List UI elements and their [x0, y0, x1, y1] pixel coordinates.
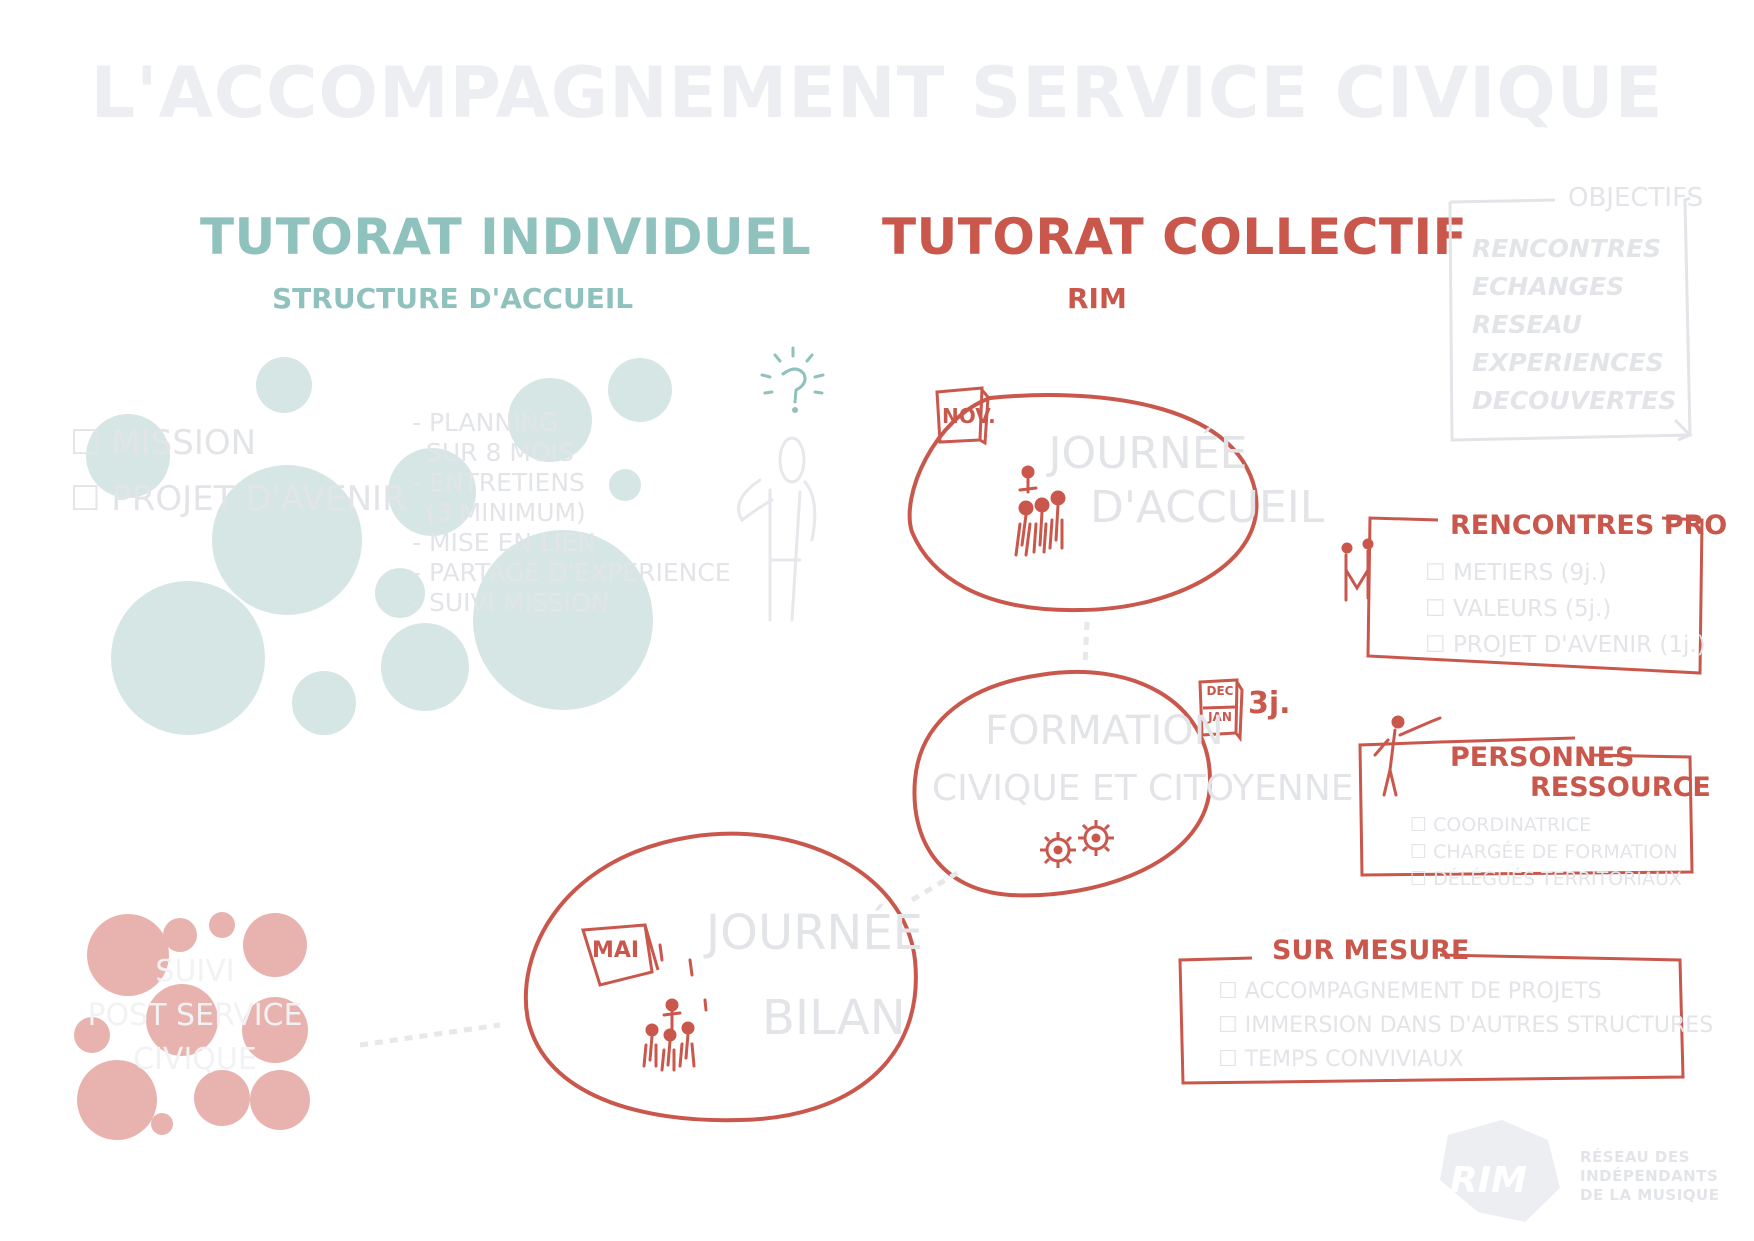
bilan-line1: JOURNÉE	[706, 905, 923, 961]
objectifs-box	[1448, 196, 1693, 442]
objectif-item: EXPERIENCES	[1472, 348, 1664, 377]
personnes-ressource-box	[1358, 736, 1694, 877]
personne-item: ☐ DÉLÉGUÉS TERRITORIAUX	[1410, 868, 1682, 890]
accueil-line1: JOURNÉE	[1048, 428, 1248, 479]
pink-bubble-cluster	[74, 912, 310, 1140]
checklist-item: ☐ PROJET D'AVENIR	[70, 479, 406, 519]
sur-mesure-list: ☐ ACCOMPAGNEMENT DE PROJETS ☐ IMMERSION …	[1218, 975, 1713, 1077]
logo-mark: RIM	[1450, 1160, 1527, 1201]
checklist-item: ☐ MISSION	[70, 423, 257, 463]
collectif-subheading: RIM	[1067, 282, 1127, 315]
rencontres-pro-item: ☐ METIERS (9j.)	[1425, 560, 1607, 586]
group-icon	[642, 943, 708, 1072]
personnes-heading-1: PERSONNES	[1450, 742, 1635, 773]
objectif-item: ECHANGES	[1472, 272, 1625, 301]
task-item: - PLANNING	[412, 408, 559, 437]
gears-icon	[1040, 820, 1114, 868]
suivi-line1: SUIVI	[155, 954, 235, 989]
objectifs-heading: OBJECTIFS	[1568, 183, 1704, 213]
individuel-subheading: STRUCTURE D'ACCUEIL	[272, 282, 634, 315]
task-item: - PARTAGE D'EXPERIENCE	[412, 558, 731, 587]
formation-badge-bottom: JAN	[1208, 710, 1232, 724]
rencontres-pro-item: ☐ PROJET D'AVENIR (1j.)	[1425, 632, 1706, 658]
personnes-list: ☐ COORDINATRICE ☐ CHARGÉE DE FORMATION ☐…	[1410, 812, 1682, 893]
sur-mesure-heading: SUR MESURE	[1272, 935, 1470, 966]
formation-line1: FORMATION	[985, 708, 1224, 754]
accueil-line2: D'ACCUEIL	[1090, 482, 1325, 533]
objectif-item: DECOUVERTES	[1472, 386, 1677, 415]
accueil-oval	[907, 393, 1259, 613]
suivi-line3: CIVIQUE	[133, 1042, 257, 1077]
page-title: L'ACCOMPAGNEMENT SERVICE CIVIQUE	[90, 52, 1664, 134]
formation-line2: CIVIQUE ET CITOYENNE	[932, 768, 1354, 809]
calendar-icon	[581, 923, 660, 987]
rencontres-pro-item: ☐ VALEURS (5j.)	[1425, 596, 1612, 622]
calendar-icon	[935, 386, 990, 446]
accueil-badge: NOV.	[942, 404, 996, 428]
handshake-icon	[1341, 538, 1374, 602]
formation-badge-top: DEC	[1206, 684, 1234, 698]
sur-mesure-item: ☐ TEMPS CONVIVIAUX	[1218, 1047, 1464, 1072]
task-item: SUR 8 MOIS	[426, 438, 574, 467]
objectif-item: RESEAU	[1472, 310, 1582, 339]
objectifs-list: RENCONTRES ECHANGES RESEAU EXPERIENCES D…	[1472, 230, 1676, 420]
logo-line1: RÉSEAU DES	[1580, 1148, 1690, 1166]
dotted-connectors	[359, 621, 1090, 1048]
logo-text: RÉSEAU DES INDÉPENDANTS DE LA MUSIQUE	[1580, 1148, 1719, 1205]
hexagon-logo-icon	[1440, 1120, 1560, 1222]
suivi-line2: POST SERVICE	[87, 998, 303, 1033]
group-icon	[1014, 465, 1066, 557]
bilan-badge: MAI	[592, 938, 640, 963]
sur-mesure-box	[1178, 953, 1685, 1085]
formation-oval	[912, 669, 1213, 898]
sur-mesure-item: ☐ IMMERSION DANS D'AUTRES STRUCTURES	[1218, 1013, 1714, 1038]
personne-item: ☐ COORDINATRICE	[1410, 814, 1592, 836]
individuel-heading: TUTORAT INDIVIDUEL	[200, 208, 812, 266]
teal-bubble-cluster	[86, 357, 672, 735]
collectif-heading: TUTORAT COLLECTIF	[882, 208, 1468, 266]
bilan-oval	[523, 831, 918, 1123]
objectif-item: RENCONTRES	[1472, 234, 1662, 263]
task-item: - ENTRETIENS	[412, 468, 585, 497]
question-person-icon	[737, 436, 817, 622]
task-item: (3 MINIMUM)	[426, 498, 586, 527]
pointing-person-icon	[1373, 715, 1442, 797]
task-item: - SUIVI MISSION	[412, 588, 610, 617]
logo-line2: INDÉPENDANTS	[1580, 1167, 1719, 1185]
individuel-tasks: - PLANNING SUR 8 MOIS - ENTRETIENS (3 MI…	[412, 408, 731, 618]
personnes-heading-2: RESSOURCE	[1530, 772, 1711, 803]
rencontres-pro-box	[1366, 516, 1704, 675]
rencontres-pro-list: ☐ METIERS (9j.) ☐ VALEURS (5j.) ☐ PROJET…	[1425, 555, 1706, 663]
suivi-label: SUIVI POST SERVICE CIVIQUE	[70, 950, 320, 1082]
calendar-icon	[1198, 678, 1244, 743]
formation-duration: 3j.	[1248, 686, 1291, 721]
question-mark-icon	[760, 346, 825, 413]
logo-line3: DE LA MUSIQUE	[1580, 1186, 1720, 1204]
personne-item: ☐ CHARGÉE DE FORMATION	[1410, 841, 1678, 863]
bilan-line2: BILAN	[762, 990, 906, 1046]
rencontres-pro-heading: RENCONTRES PRO	[1450, 510, 1728, 541]
task-item: - MISE EN LIEN	[412, 528, 596, 557]
individuel-checklist: ☐ MISSION ☐ PROJET D'AVENIR	[70, 415, 406, 527]
sur-mesure-item: ☐ ACCOMPAGNEMENT DE PROJETS	[1218, 979, 1602, 1004]
